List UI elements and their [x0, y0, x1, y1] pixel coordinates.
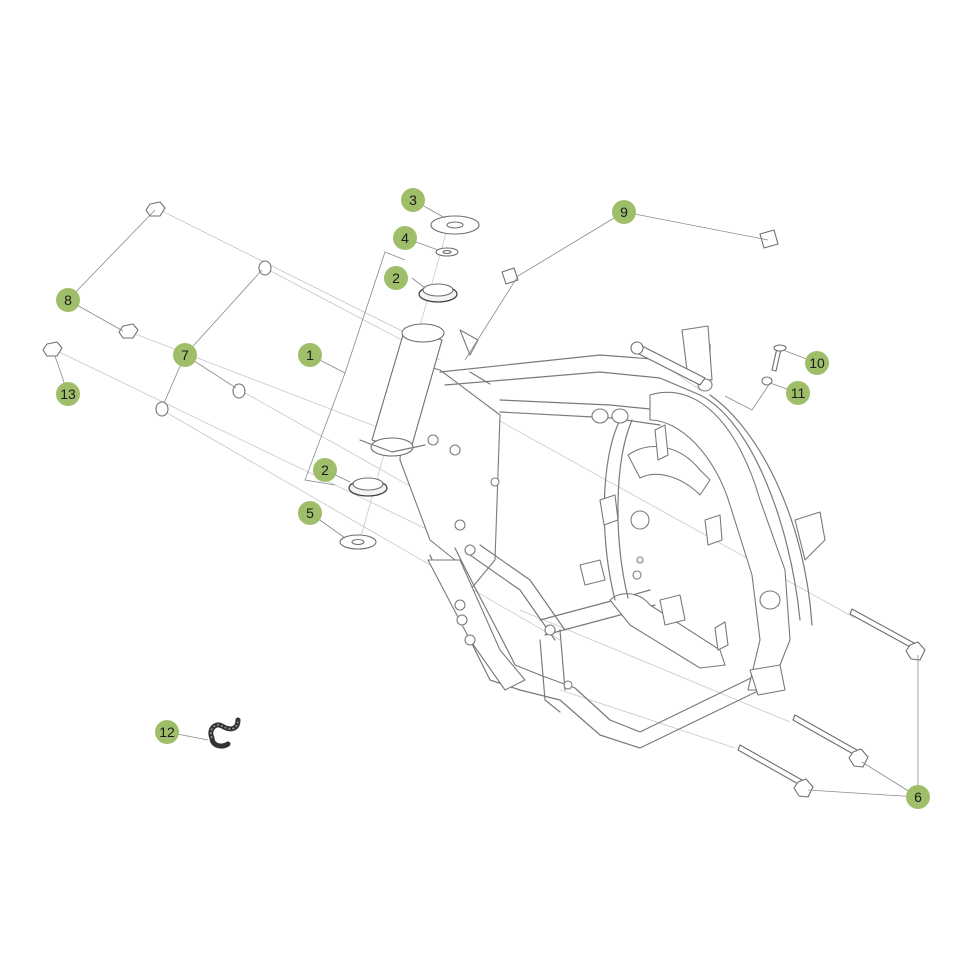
bolt-10 [771, 344, 787, 372]
leader-lines [54, 199, 919, 798]
long-bolt-lower [737, 744, 814, 798]
nut-13 [42, 341, 63, 357]
cross-bolt [630, 341, 706, 386]
callout-7: 7 [173, 343, 197, 367]
svg-text:1: 1 [306, 347, 314, 363]
clip-9-right [759, 229, 779, 249]
callout-12: 12 [155, 720, 179, 744]
svg-text:10: 10 [809, 355, 825, 371]
callout-6: 6 [906, 785, 930, 809]
svg-text:5: 5 [306, 505, 314, 521]
svg-text:2: 2 [321, 462, 329, 478]
steering-head-tube [359, 323, 445, 457]
callout-9: 9 [612, 200, 636, 224]
callout-4: 4 [393, 226, 417, 250]
svg-text:6: 6 [914, 789, 922, 805]
svg-text:8: 8 [64, 292, 72, 308]
svg-text:9: 9 [620, 204, 628, 220]
svg-text:4: 4 [401, 230, 409, 246]
top-washer [430, 215, 480, 235]
long-bolt-upper [849, 608, 926, 661]
callout-3: 3 [401, 188, 425, 212]
cable-tie [208, 717, 241, 749]
svg-text:13: 13 [60, 386, 76, 402]
callout-2-lower: 2 [313, 458, 337, 482]
svg-text:7: 7 [181, 347, 189, 363]
svg-text:3: 3 [409, 192, 417, 208]
spacer-7-top [258, 260, 272, 276]
callout-11: 11 [786, 381, 810, 405]
bottom-washer [339, 534, 377, 550]
callout-1: 1 [298, 343, 322, 367]
callout-5: 5 [298, 501, 322, 525]
svg-text:12: 12 [159, 724, 175, 740]
nut-8-lower [118, 323, 139, 339]
lower-bearing [348, 477, 388, 497]
upper-bearing [418, 283, 458, 303]
callout-10: 10 [805, 351, 829, 375]
long-bolt-middle [792, 714, 869, 768]
spacer-7-right [232, 383, 246, 399]
bushing-11 [761, 376, 773, 386]
callout-2-upper: 2 [384, 266, 408, 290]
callout-13: 13 [56, 382, 80, 406]
main-frame [399, 325, 826, 749]
clip-9-left [501, 267, 519, 285]
callout-8: 8 [56, 288, 80, 312]
svg-text:11: 11 [791, 385, 806, 401]
nut-8-top [145, 201, 166, 217]
svg-text:2: 2 [392, 270, 400, 286]
spacer-7-left [155, 401, 169, 417]
small-washer [435, 247, 459, 257]
